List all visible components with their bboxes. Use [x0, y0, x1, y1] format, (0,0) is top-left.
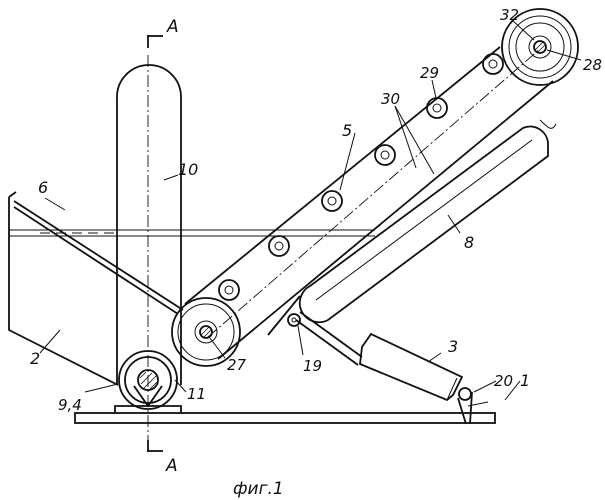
section-label-bottom: A [165, 456, 178, 476]
scraper-plate [14, 201, 183, 314]
conveyor-frame [185, 47, 553, 359]
base-plate [75, 413, 495, 423]
idler-roller [219, 280, 239, 300]
hydraulic-cylinder [360, 334, 488, 424]
label-1: 1 [520, 371, 530, 390]
label-6: 6 [38, 178, 48, 197]
section-label-top: A [166, 17, 179, 37]
label-9-4: 9,4 [58, 396, 82, 414]
label-27: 27 [227, 356, 247, 374]
vertical-tube [117, 65, 181, 385]
label-10: 10 [178, 160, 198, 179]
label-2: 2 [30, 349, 40, 368]
housing [300, 120, 556, 322]
leader-lines [40, 20, 581, 400]
label-8: 8 [464, 233, 474, 252]
idler-rollers [219, 54, 503, 300]
label-3: 3 [448, 337, 458, 356]
label-19: 19 [303, 357, 322, 375]
label-20: 20 [494, 372, 513, 390]
idler-roller [322, 191, 342, 211]
idler-roller [269, 236, 289, 256]
label-30: 30 [381, 90, 400, 108]
label-29: 29 [420, 64, 439, 82]
idler-roller [375, 145, 395, 165]
label-32: 32 [500, 6, 519, 24]
label-5: 5 [342, 121, 352, 140]
label-28: 28 [583, 56, 602, 74]
figure-caption: фиг.1 [233, 479, 284, 499]
idler-roller [427, 98, 447, 118]
label-11: 11 [187, 385, 206, 403]
idler-roller [483, 54, 503, 74]
